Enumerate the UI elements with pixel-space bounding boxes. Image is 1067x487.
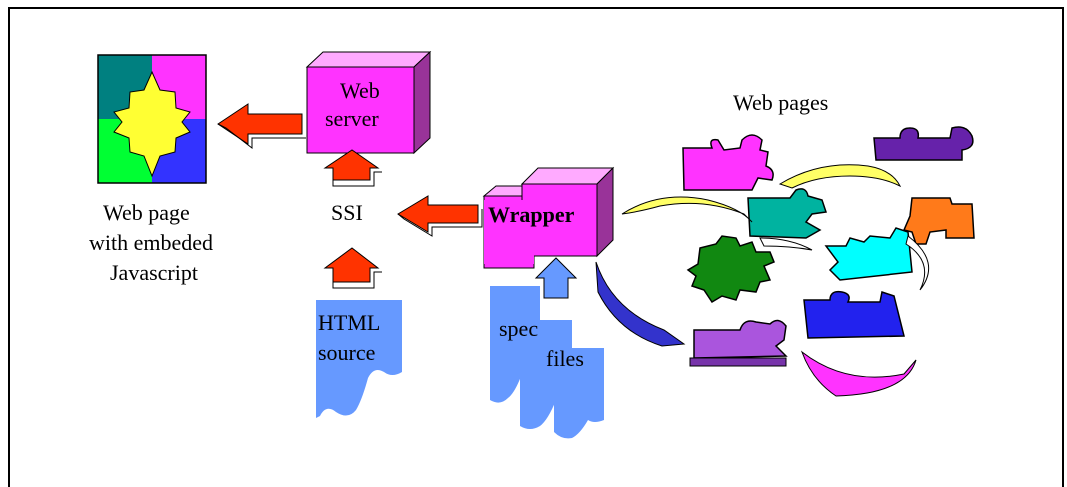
- web-page-label-line2: with embeded: [89, 230, 213, 255]
- web-pages-label: Web pages: [733, 90, 828, 115]
- curved-arrow-connector: [759, 237, 813, 251]
- web-pages-puzzle-cluster: [682, 126, 975, 367]
- puzzle-piece-orange: [902, 197, 975, 245]
- arrow-server-to-page: [217, 103, 306, 150]
- wrapper-label: Wrapper: [488, 202, 575, 227]
- web-server-label-line1: Web: [340, 78, 380, 103]
- web-page-label-line3: Javascript: [110, 260, 198, 285]
- puzzle-piece-cyan: [824, 227, 913, 281]
- puzzle-piece-purple: [873, 126, 974, 161]
- html-source-label-line1: HTML: [318, 310, 380, 335]
- wrapper-cube: Wrapper: [482, 166, 615, 269]
- web-server-label-line2: server: [325, 106, 379, 131]
- curved-arrow-blue: [595, 261, 686, 347]
- web-page-label-line1: Web page: [103, 200, 190, 225]
- curved-arrow-yellow-top: [778, 164, 902, 189]
- ssi-label: SSI: [331, 200, 363, 225]
- spec-files-document-icon: spec files: [490, 286, 604, 439]
- arrow-source-to-ssi: [323, 247, 382, 289]
- diagram-frame: [8, 7, 1064, 487]
- puzzle-piece-blue: [803, 290, 905, 339]
- html-source-label-line2: source: [318, 340, 375, 365]
- curved-arrow-gray: [905, 235, 929, 291]
- curved-arrows: [595, 164, 929, 397]
- arrow-spec-to-wrapper: [534, 257, 578, 299]
- puzzle-piece-green: [686, 235, 775, 304]
- web-page-puzzle-icon: [97, 54, 207, 184]
- spec-label: spec: [499, 316, 538, 341]
- web-server-cube: Web server: [305, 50, 432, 155]
- puzzle-piece-magenta: [682, 134, 774, 191]
- puzzle-piece-teal: [747, 188, 827, 239]
- puzzle-piece-violet: [693, 319, 788, 359]
- arrow-wrapper-to-ssi: [397, 195, 483, 237]
- files-label: files: [546, 346, 584, 371]
- curved-arrow-yellow: [621, 196, 753, 223]
- arrow-ssi-to-server: [323, 149, 382, 187]
- curved-arrow-magenta: [800, 350, 917, 397]
- html-source-document-icon: HTML source: [316, 300, 402, 418]
